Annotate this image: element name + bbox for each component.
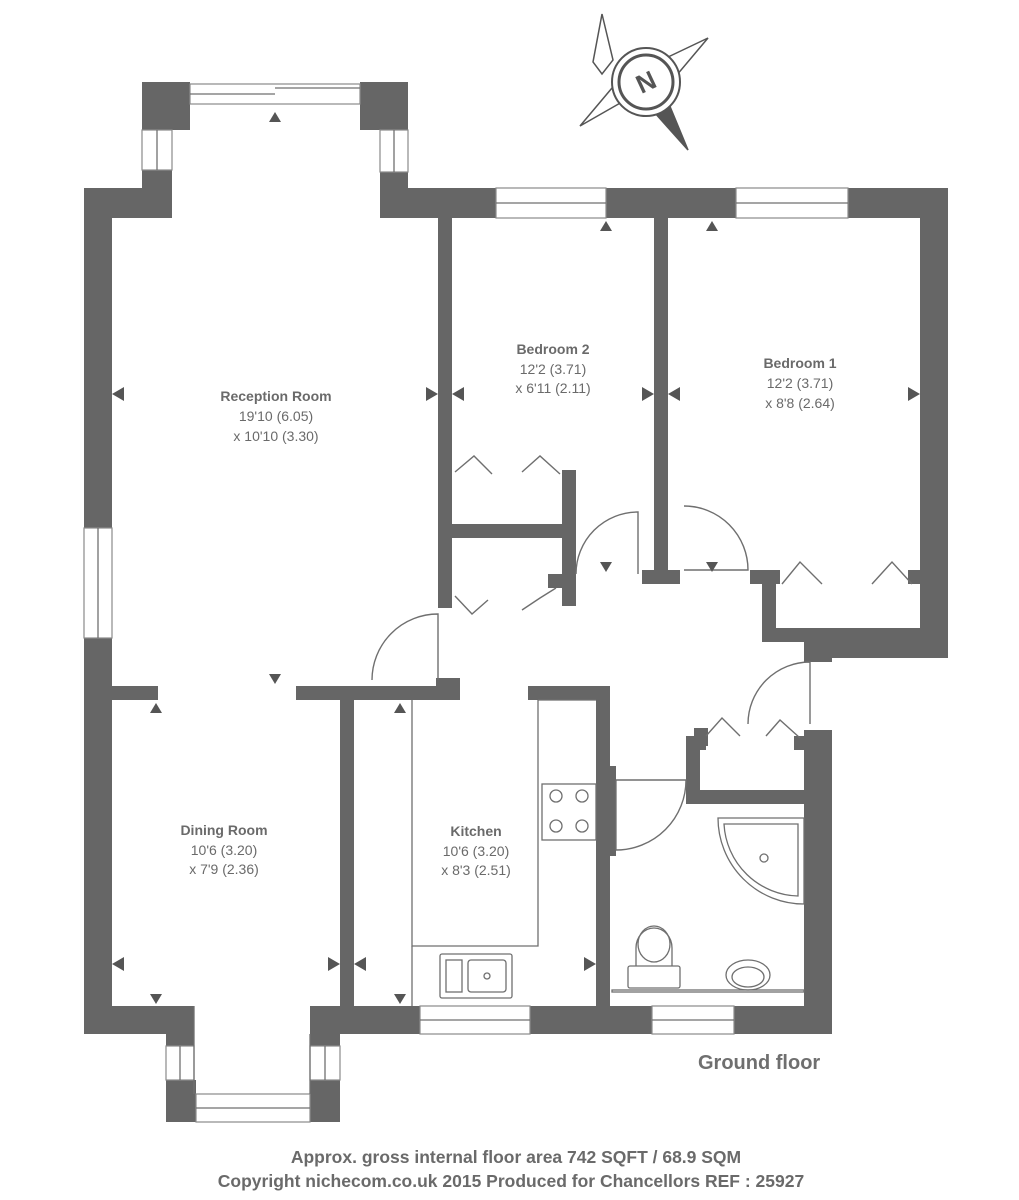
basin-icon xyxy=(611,959,805,993)
room-bedroom-2: Bedroom 2 12'2 (3.71) x 6'11 (2.11) xyxy=(515,341,590,396)
room-dimension: 12'2 (3.71) xyxy=(520,361,587,377)
room-reception: Reception Room 19'10 (6.05) x 10'10 (3.3… xyxy=(220,388,331,444)
copyright-note: Copyright nichecom.co.uk 2015 Produced f… xyxy=(218,1171,804,1191)
room-name: Bedroom 2 xyxy=(516,341,589,357)
room-dimension: 19'10 (6.05) xyxy=(239,408,313,424)
kitchen-worktop xyxy=(411,700,539,947)
kitchen-sink-icon xyxy=(439,953,513,999)
room-dimension: x 6'11 (2.11) xyxy=(515,380,590,396)
doors xyxy=(371,505,811,851)
compass-north-icon: N xyxy=(579,13,709,151)
hob-icon xyxy=(541,783,597,841)
windows xyxy=(83,83,849,1123)
walls xyxy=(84,82,948,1122)
room-kitchen: Kitchen 10'6 (3.20) x 8'3 (2.51) xyxy=(441,823,511,878)
room-dimension: 12'2 (3.71) xyxy=(767,375,834,391)
toilet-icon xyxy=(627,925,681,989)
room-name: Dining Room xyxy=(180,822,267,838)
room-name: Kitchen xyxy=(450,823,501,839)
cupboard-doors xyxy=(454,455,913,739)
measurement-markers xyxy=(112,112,920,1004)
floor-area-note: Approx. gross internal floor area 742 SQ… xyxy=(291,1147,741,1167)
room-dimension: x 8'3 (2.51) xyxy=(441,862,511,878)
room-dining: Dining Room 10'6 (3.20) x 7'9 (2.36) xyxy=(180,822,267,877)
room-dimension: 10'6 (3.20) xyxy=(443,843,510,859)
floor-label: Ground floor xyxy=(698,1052,820,1074)
shower-icon xyxy=(717,817,805,905)
room-bedroom-1: Bedroom 1 12'2 (3.71) x 8'8 (2.64) xyxy=(763,355,836,411)
room-name: Bedroom 1 xyxy=(763,355,836,371)
room-dimension: 10'6 (3.20) xyxy=(191,842,258,858)
room-dimension: x 7'9 (2.36) xyxy=(189,861,259,877)
fixtures xyxy=(411,699,805,1006)
room-dimension: x 10'10 (3.30) xyxy=(233,428,318,444)
room-dimension: x 8'8 (2.64) xyxy=(765,395,835,411)
room-name: Reception Room xyxy=(220,388,331,404)
